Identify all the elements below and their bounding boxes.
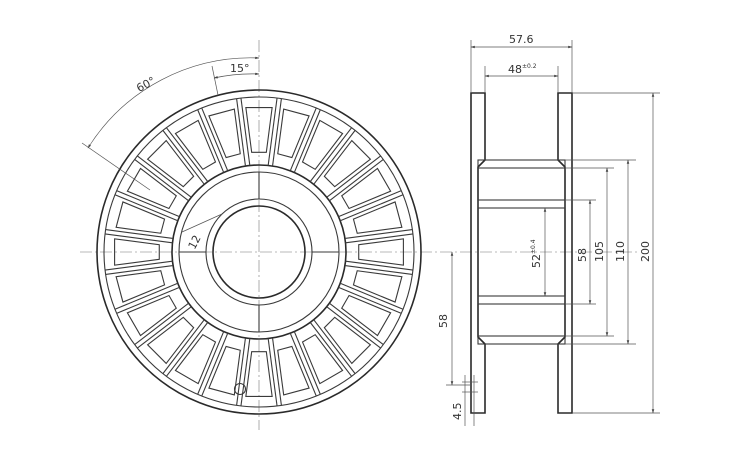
spoke-rib-line [338,190,402,218]
left-flange [470,92,486,414]
spoke-rib-line [267,97,278,166]
flange-window [301,333,344,385]
dim-label-58-left: 58 [437,314,450,328]
spoke-rib-line [104,233,173,244]
flange-window [352,270,403,303]
spoke-rib-line [137,155,192,198]
spoke-rib-line [344,229,413,240]
spoke-rib-line [326,306,381,349]
spoke-rib-line [338,286,402,314]
spoke-rib-line [267,338,278,407]
front-view: 60° 15° 12 [80,40,440,430]
flange-window [115,270,166,303]
spoke-rib-line [345,233,414,244]
spoke-rib-line [293,331,321,395]
flange-window [352,201,403,234]
spoke-rib-line [105,229,174,240]
dim-label-57-6: 57.6 [509,33,534,46]
spoke-rib-line [162,319,205,374]
spoke-rib-line [105,264,174,275]
spoke-rib-line [197,331,225,395]
flange-window [340,167,392,210]
spoke-rib-line [271,337,282,406]
angle-label-60: 60° [134,74,157,95]
spoke-rib-line [240,338,251,407]
flange-window [340,294,392,337]
spoke-rib-line [329,302,384,346]
spoke-rib-line [114,194,178,222]
flange-window [208,345,241,396]
spoke-rib-line [104,260,173,271]
spoke-rib-line [329,158,384,202]
flange-window [126,294,178,337]
spoke-rib-line [309,322,353,377]
flange-window [323,139,372,188]
bore-circle [212,205,306,299]
hub-outer-circle [171,164,347,340]
dim-label-105: 105 [593,241,606,262]
spoke-rib-line [134,302,189,346]
spoke-rib-line [309,127,353,182]
spoke-rib-line [137,306,192,349]
radius-label-12: 12 [186,233,204,251]
spoke-rib-line [289,107,317,171]
flange-window [115,201,166,234]
spoke-rib-line [344,264,413,275]
spoke-rib-line [116,190,180,218]
spoke-rib-line [293,109,321,173]
angle-dimension-arc-15 [213,72,260,79]
dim-label-58-right: 58 [576,248,589,262]
spoke-rib-line [201,333,229,397]
spoke-rib-line [340,282,404,310]
spoke-rib-line [134,158,189,202]
spoke-rib-line [165,127,209,182]
spoke-rib-line [345,260,414,271]
dim-label-200: 200 [639,241,652,262]
flange-window [114,238,160,266]
dim-label-52: 52±0.4 [530,239,543,268]
dim-label-48: 48±0.2 [508,63,537,76]
flange-window [126,167,178,210]
spoke-rib-line [326,155,381,198]
angle-dimension-arc-60 [87,56,260,149]
spoke-rib-line [313,319,356,374]
angle-extension-line-left [81,142,151,191]
flange-window [301,119,344,171]
barrel-wall-top [477,159,566,169]
flange-window [277,108,310,159]
barrel-wall-bottom [477,335,566,345]
bore-wall-bottom [477,295,566,305]
flange-window [323,316,372,365]
angle-label-15: 15° [230,62,250,75]
flange-window [358,238,404,266]
spoke-rib-line [114,282,178,310]
spoke-rib-line [271,98,282,167]
flange-window [208,108,241,159]
spoke-rib-line [313,130,356,185]
spoke-rib-line [289,333,317,397]
bore-wall-top [477,199,566,209]
angle-extension-line-15 [211,65,219,96]
radius-leader [181,213,223,233]
spoke-rib-line [340,194,404,222]
flange-window [174,333,217,385]
spoke-rib-line [165,322,209,377]
side-view: 57.6 48±0.2 52±0.4 58 105 110 200 58 [437,33,660,426]
spoke-rib-line [116,286,180,314]
right-flange [557,92,573,414]
pin-hole [233,382,247,396]
dim-label-110: 110 [614,241,627,262]
dim-label-4-5: 4.5 [451,403,464,421]
flange-window [245,351,273,397]
flange-window [146,316,195,365]
flange-window [277,345,310,396]
